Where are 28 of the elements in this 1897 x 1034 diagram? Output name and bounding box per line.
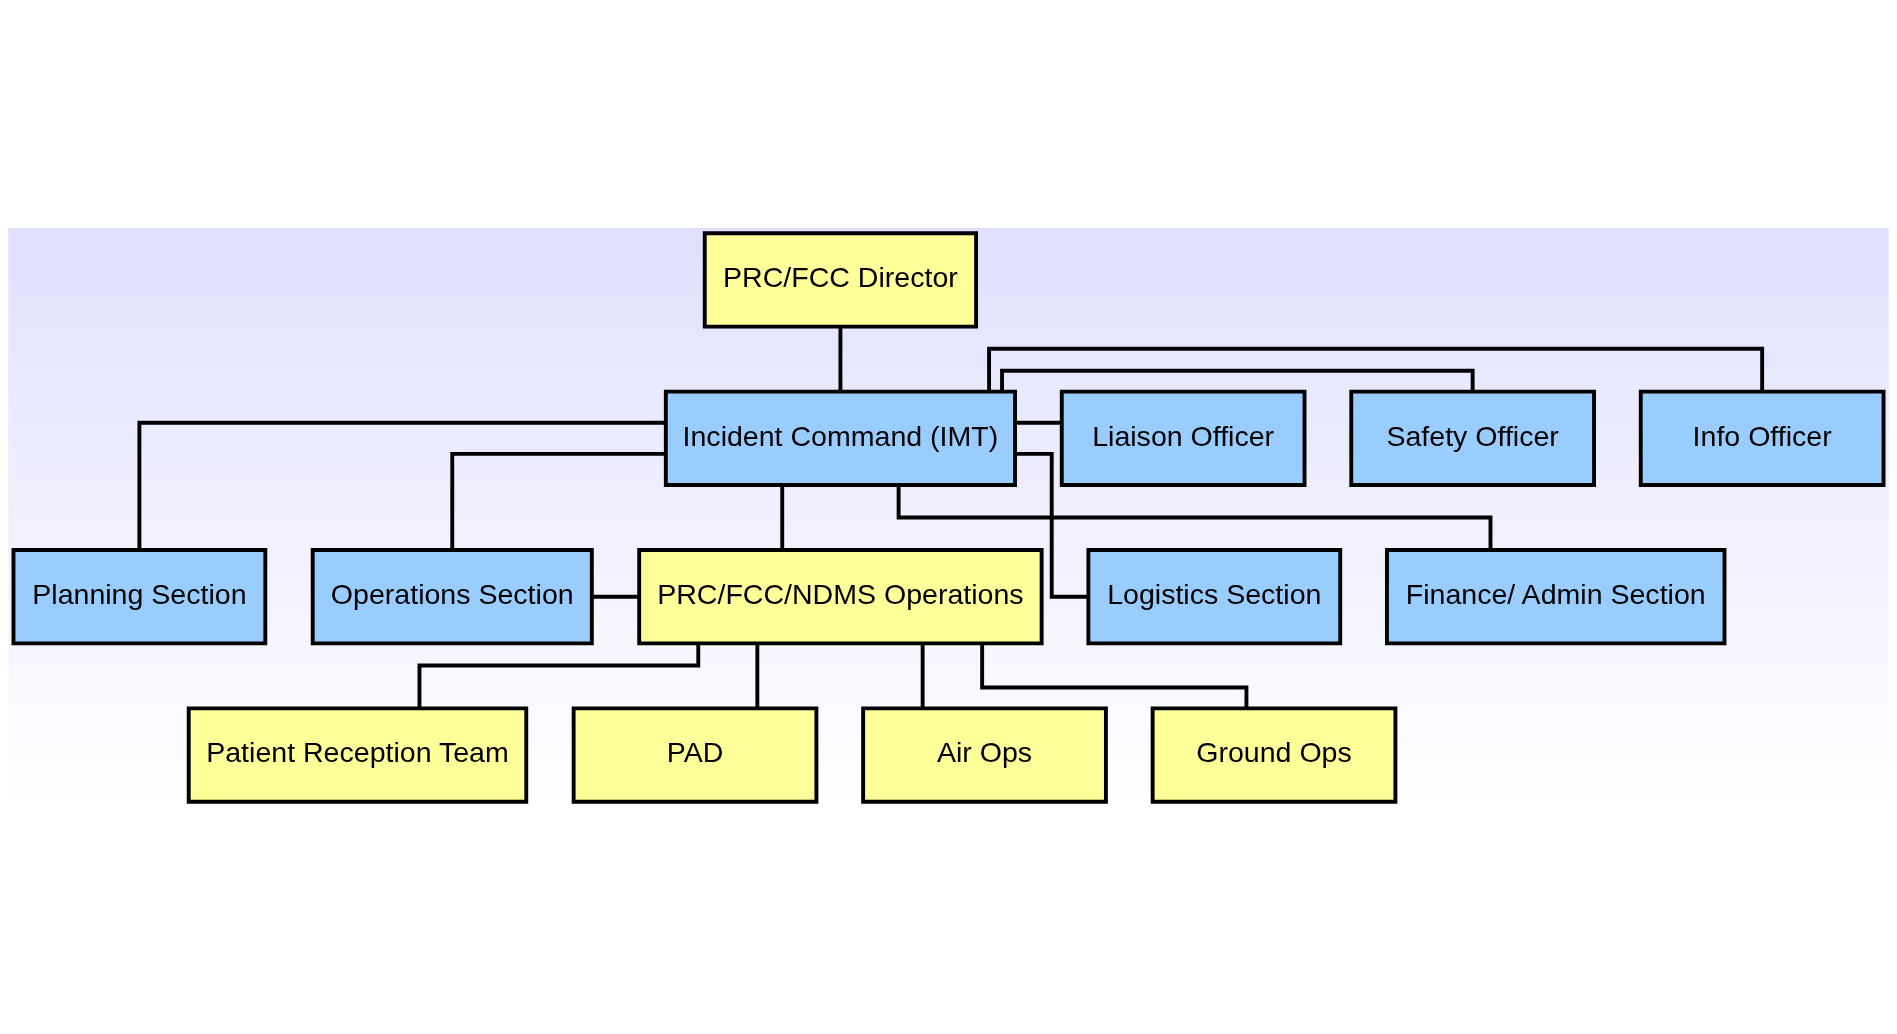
connector <box>137 420 666 550</box>
node-box: Finance/ Admin Section <box>1385 547 1727 645</box>
node-box: PRC/FCC/NDMS Operations <box>637 547 1044 645</box>
node-box: Safety Officer <box>1349 389 1596 487</box>
connector <box>417 643 701 708</box>
node-box: Patient Reception Team <box>186 705 529 804</box>
connector <box>1015 420 1062 425</box>
connector <box>838 326 843 391</box>
connector <box>920 643 925 708</box>
connector <box>755 643 760 708</box>
node-box: Info Officer <box>1638 389 1886 487</box>
connector <box>780 484 785 549</box>
node-box: PRC/FCC Director <box>702 230 979 329</box>
node-box: PAD <box>571 705 819 804</box>
node-box: Air Ops <box>861 705 1108 804</box>
connector <box>980 643 1249 708</box>
connector <box>1000 368 1475 391</box>
node-box: Logistics Section <box>1086 547 1343 645</box>
connector <box>896 484 1493 550</box>
connector <box>1015 451 1089 599</box>
connector <box>450 451 666 550</box>
node-box: Ground Ops <box>1150 705 1398 804</box>
connector <box>987 346 1765 391</box>
node-box: Planning Section <box>11 547 268 645</box>
node-box: Liaison Officer <box>1059 389 1307 487</box>
connector <box>591 594 639 599</box>
node-box: Operations Section <box>310 547 594 645</box>
node-box: Incident Command (IMT) <box>663 389 1017 487</box>
